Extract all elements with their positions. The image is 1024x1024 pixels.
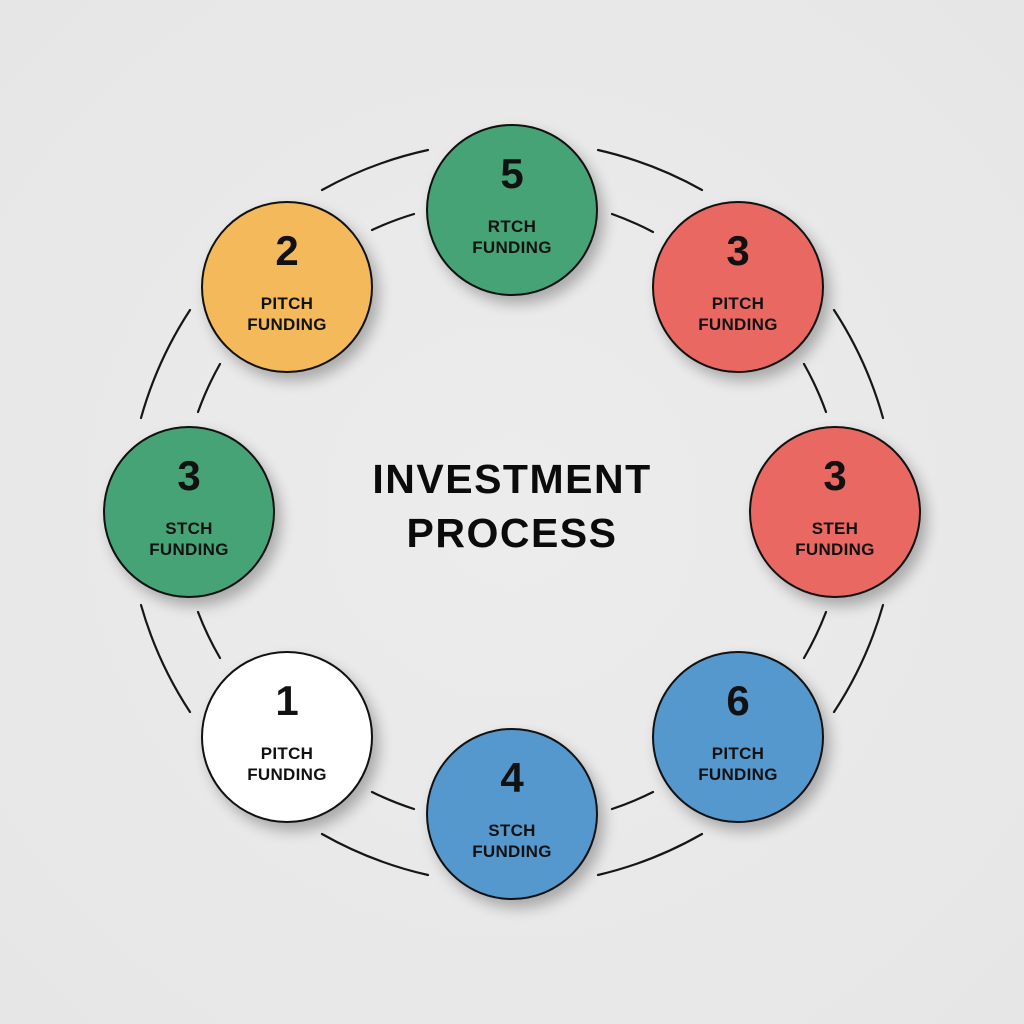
- step-label-line1: PITCH: [260, 294, 314, 313]
- step-label-line2: FUNDING: [698, 765, 778, 784]
- step-label-line2: FUNDING: [149, 540, 229, 559]
- step-label-line1: STCH: [488, 821, 536, 840]
- step-number: 3: [823, 452, 847, 499]
- step-label-line1: STEH: [811, 519, 859, 538]
- connector-arc: [196, 610, 222, 660]
- step-label-line2: FUNDING: [698, 315, 778, 334]
- step-node-right[interactable]: 3 STEH FUNDING: [749, 426, 921, 598]
- connector-arc: [596, 148, 704, 192]
- step-number: 3: [177, 452, 201, 499]
- step-node-top[interactable]: 5 RTCH FUNDING: [426, 124, 598, 296]
- step-label-line2: FUNDING: [472, 842, 552, 861]
- step-label-line2: FUNDING: [472, 238, 552, 257]
- connector-arc: [596, 832, 704, 877]
- step-label-line1: STCH: [165, 519, 213, 538]
- connector-arc: [196, 362, 222, 414]
- connector-arc: [610, 790, 655, 811]
- connector-arc: [320, 832, 430, 877]
- title-line2: PROCESS: [406, 510, 618, 556]
- step-label-line2: FUNDING: [795, 540, 875, 559]
- step-node-bottom[interactable]: 4 STCH FUNDING: [426, 728, 598, 900]
- step-number: 3: [726, 227, 750, 274]
- connector-arc: [320, 148, 430, 192]
- step-label-line1: PITCH: [260, 744, 314, 763]
- step-number: 5: [500, 150, 524, 197]
- connector-arc: [139, 308, 192, 420]
- connector-arc: [610, 212, 655, 234]
- step-number: 4: [500, 754, 524, 801]
- connector-arc: [832, 603, 885, 714]
- connector-arc: [139, 603, 192, 714]
- connector-arc: [802, 610, 828, 660]
- title-line1: INVESTMENT: [372, 456, 652, 502]
- step-number: 6: [726, 677, 750, 724]
- connector-arc: [802, 362, 828, 414]
- step-node-bottom-right[interactable]: 6 PITCH FUNDING: [652, 651, 824, 823]
- step-node-bottom-left[interactable]: 1 PITCH FUNDING: [201, 651, 373, 823]
- step-node-top-right[interactable]: 3 PITCH FUNDING: [652, 201, 824, 373]
- connector-arc: [832, 308, 885, 420]
- diagram-title: INVESTMENT PROCESS: [262, 452, 762, 560]
- step-label-line1: PITCH: [711, 294, 765, 313]
- step-number: 1: [275, 677, 299, 724]
- step-label-line2: FUNDING: [247, 765, 327, 784]
- connector-arc: [370, 790, 416, 811]
- step-node-left[interactable]: 3 STCH FUNDING: [103, 426, 275, 598]
- connector-arc: [370, 212, 416, 232]
- step-number: 2: [275, 227, 299, 274]
- step-label-line2: FUNDING: [247, 315, 327, 334]
- step-label-line1: RTCH: [487, 217, 537, 236]
- step-node-top-left[interactable]: 2 PITCH FUNDING: [201, 201, 373, 373]
- step-label-line1: PITCH: [711, 744, 765, 763]
